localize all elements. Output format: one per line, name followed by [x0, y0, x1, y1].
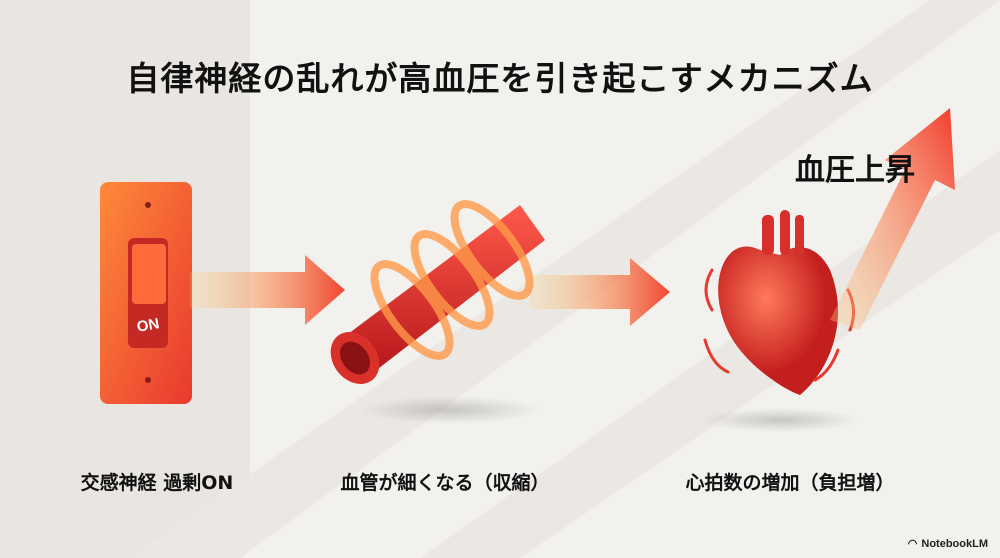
step-label-sympathetic: 交感神経 過剰ON — [80, 472, 234, 494]
switch-icon — [100, 182, 192, 404]
watermark: ◠ NotebookLM — [907, 537, 988, 551]
up-arrow-icon — [830, 108, 955, 330]
result-label: 血圧上昇 — [795, 153, 915, 188]
step-label-vessel: 血管が細くなる（収縮） — [340, 472, 550, 494]
arrow-icon — [530, 258, 670, 326]
switch-on-text: ON — [136, 315, 161, 336]
blood-vessel-icon — [330, 200, 545, 384]
notebooklm-logo-icon: ◠ — [907, 538, 918, 550]
arrow-icon — [190, 255, 345, 325]
page-title: 自律神経の乱れが高血圧を引き起こすメカニズム — [126, 59, 874, 98]
step-label-heart: 心拍数の増加（負担増） — [685, 472, 895, 494]
watermark-text: NotebookLM — [921, 537, 988, 550]
